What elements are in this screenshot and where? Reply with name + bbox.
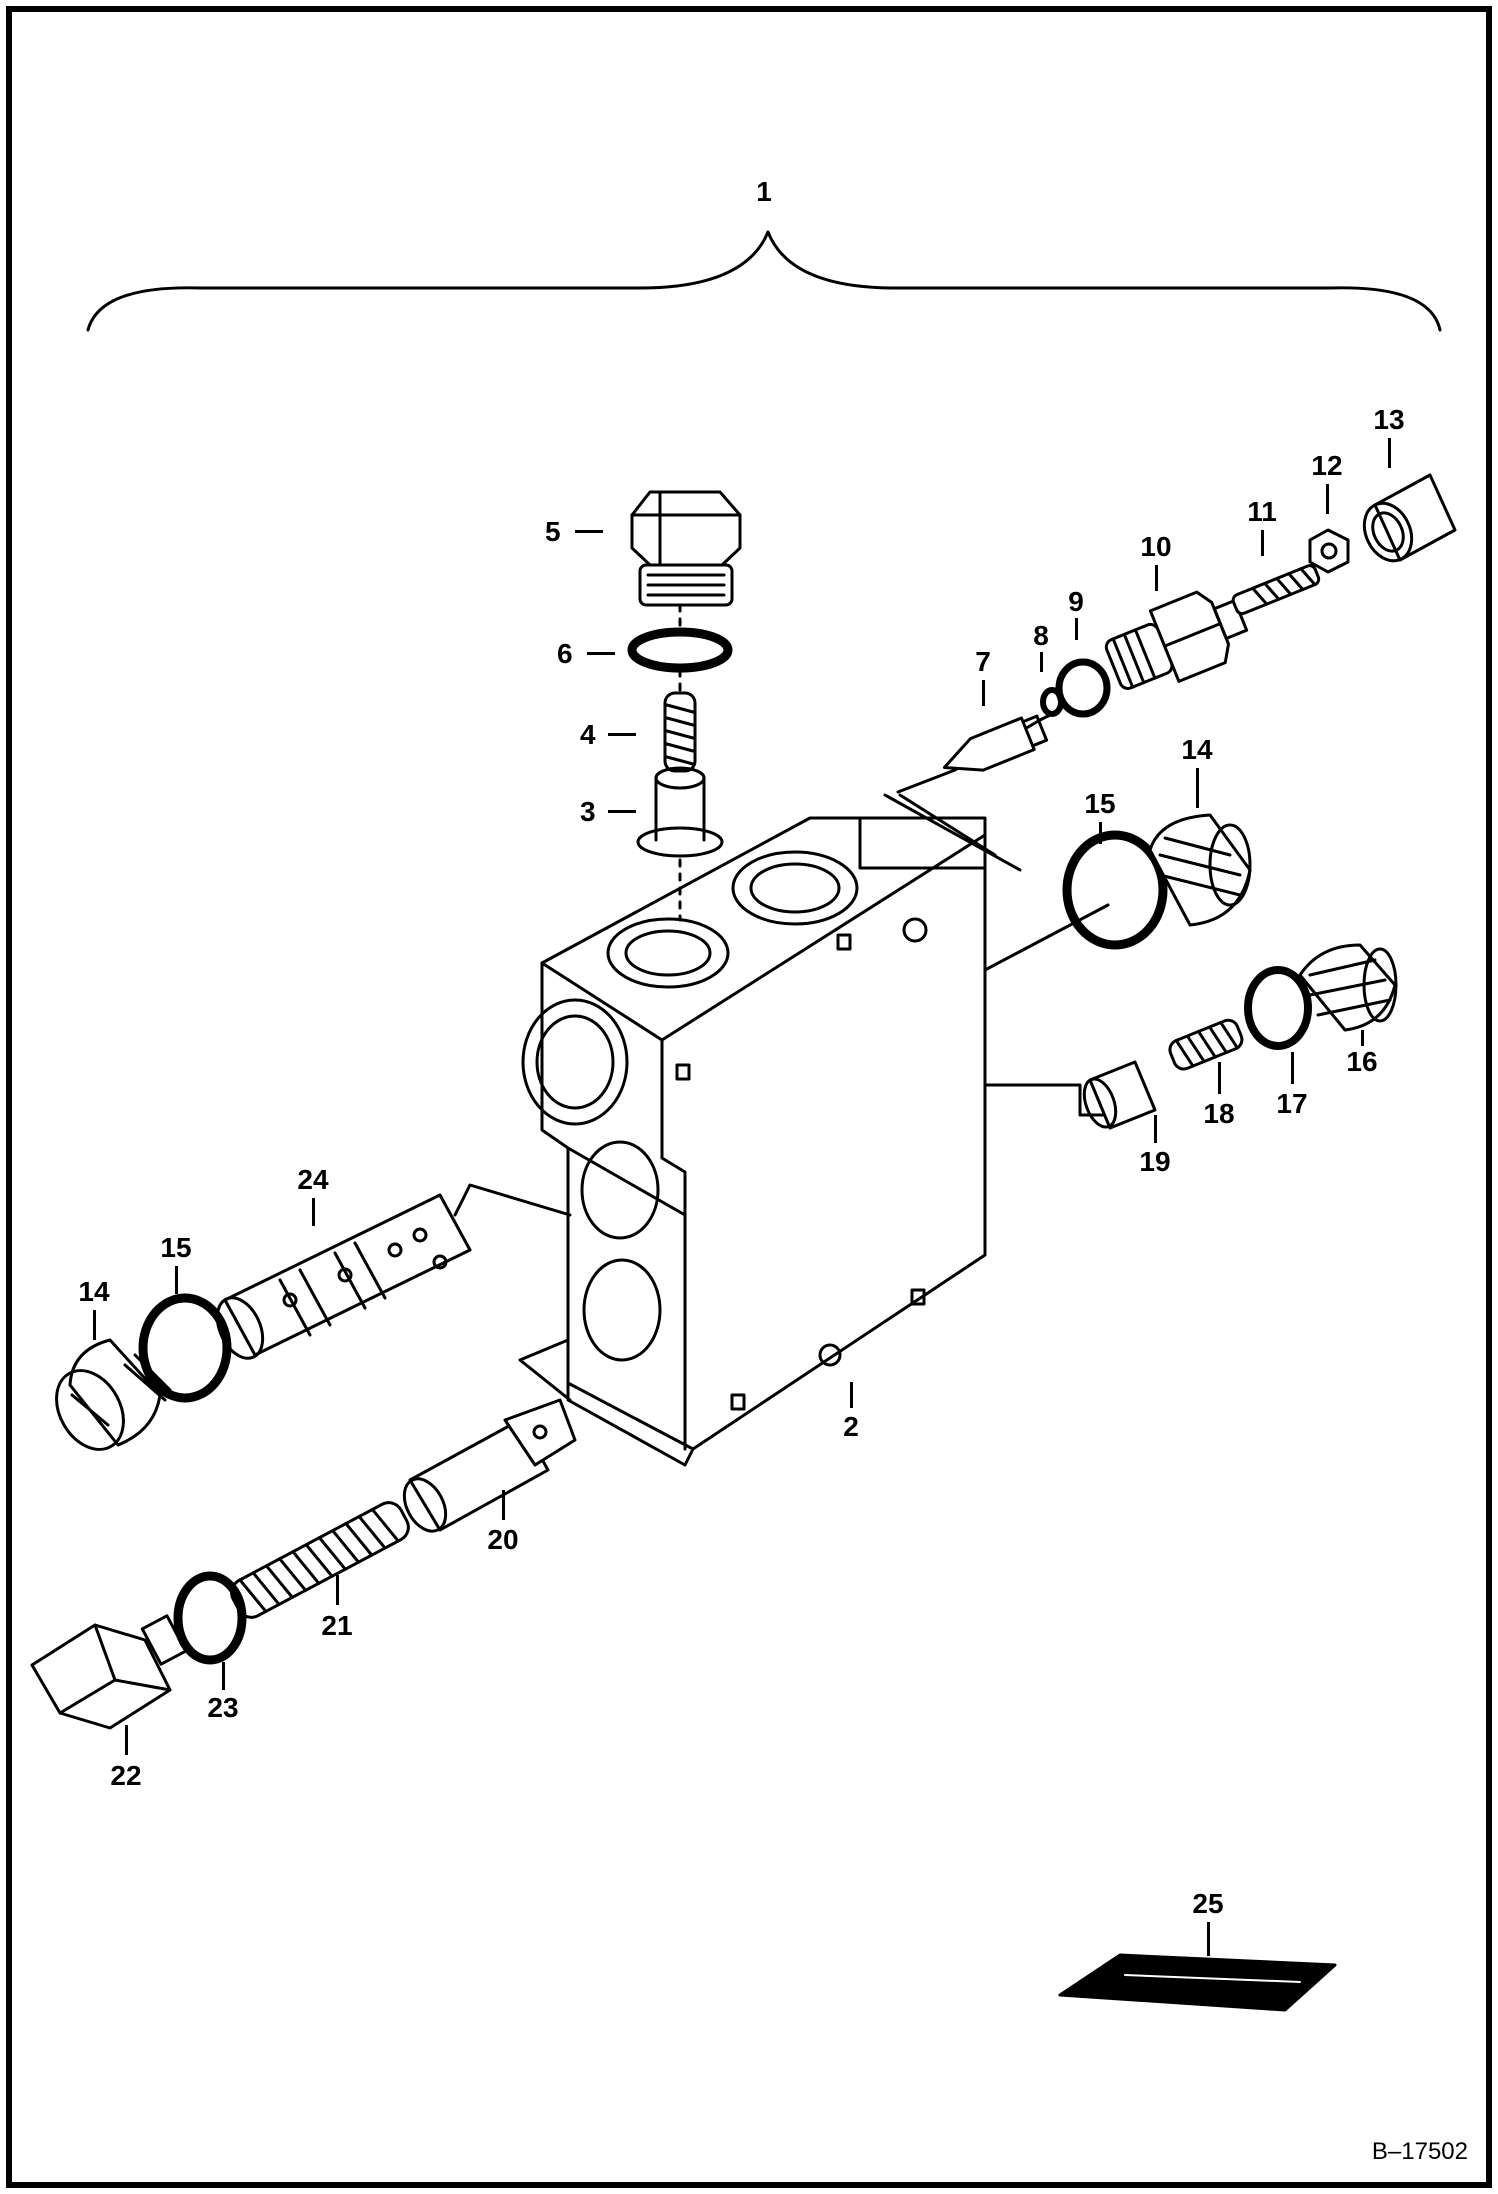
leader-19 <box>1154 1115 1157 1143</box>
part-22-hex-cap <box>30 1614 188 1730</box>
callout-15-right: 15 <box>1084 788 1116 819</box>
callout-10: 10 <box>1140 531 1172 562</box>
callout-6: 6 <box>557 638 573 669</box>
part-10-adjuster <box>1104 590 1249 690</box>
leader-2 <box>850 1382 853 1408</box>
callout-8: 8 <box>1033 620 1049 651</box>
leader-11 <box>1261 530 1264 556</box>
callout-9: 9 <box>1068 586 1084 617</box>
leader-14-right <box>1196 768 1199 808</box>
part-20-spool <box>402 1398 577 1533</box>
part-14-plug-right <box>1148 813 1252 927</box>
leader-6 <box>587 652 615 655</box>
leader-23 <box>222 1662 225 1690</box>
part-21-spring <box>230 1501 410 1619</box>
leader-25 <box>1207 1922 1210 1956</box>
part-24-spool <box>215 1193 472 1360</box>
callout-15-left: 15 <box>160 1232 192 1263</box>
valve-body <box>521 816 987 1467</box>
leader-12 <box>1326 484 1329 514</box>
leader-15-left <box>175 1266 178 1294</box>
part-25-packet <box>1058 1953 1337 2012</box>
callout-18: 18 <box>1203 1098 1235 1129</box>
leader-10 <box>1155 565 1158 591</box>
callout-12: 12 <box>1311 450 1343 481</box>
callout-13: 13 <box>1373 404 1405 435</box>
assembly-brace <box>86 230 1442 332</box>
part-23-oring <box>173 1571 247 1665</box>
callout-5: 5 <box>545 516 561 547</box>
callout-25: 25 <box>1192 1888 1224 1919</box>
leader-16 <box>1361 1030 1364 1046</box>
callout-14-left: 14 <box>78 1276 110 1307</box>
leader-13 <box>1388 438 1391 468</box>
part-3-poppet <box>636 766 724 858</box>
part-9-oring <box>1055 658 1111 718</box>
callout-20: 20 <box>487 1524 519 1555</box>
part-17-oring-right <box>1244 966 1312 1050</box>
callout-14-right: 14 <box>1181 734 1213 765</box>
leader-21 <box>336 1575 339 1605</box>
callout-1: 1 <box>756 176 772 207</box>
part-14-plug-left <box>55 1338 172 1451</box>
callout-7: 7 <box>975 646 991 677</box>
part-5-plug <box>630 490 742 607</box>
part-4-spring <box>663 691 697 773</box>
part-16-plug-right <box>1298 943 1398 1032</box>
callout-3: 3 <box>580 796 596 827</box>
leader-3 <box>608 810 636 813</box>
callout-4: 4 <box>580 719 596 750</box>
leader-8 <box>1040 652 1043 672</box>
leader-22 <box>125 1725 128 1755</box>
callout-22: 22 <box>110 1760 142 1791</box>
callout-19: 19 <box>1139 1146 1171 1177</box>
callout-21: 21 <box>321 1610 353 1641</box>
leader-9 <box>1075 618 1078 640</box>
callout-23: 23 <box>207 1692 239 1723</box>
leader-15-right <box>1099 822 1102 844</box>
drawing-code: B–17502 <box>1371 2138 1468 2165</box>
part-15-oring-left <box>138 1293 232 1403</box>
leader-4 <box>608 733 636 736</box>
leader-14-left <box>93 1310 96 1340</box>
leader-7 <box>982 680 985 706</box>
callout-11: 11 <box>1247 496 1277 527</box>
part-11-screw <box>1231 564 1321 616</box>
callout-24: 24 <box>297 1164 329 1195</box>
part-18-spring-right <box>1168 1018 1244 1071</box>
leader-5 <box>575 530 603 533</box>
part-7-needle <box>942 714 1049 772</box>
part-6-oring <box>627 627 733 673</box>
leader-17 <box>1291 1052 1294 1084</box>
part-12-nut <box>1308 528 1350 574</box>
leader-20 <box>502 1490 505 1520</box>
leader-18 <box>1218 1062 1221 1094</box>
callout-16: 16 <box>1346 1046 1378 1077</box>
leader-24 <box>312 1198 315 1226</box>
callout-17: 17 <box>1276 1088 1308 1119</box>
part-13-cap <box>1362 473 1457 563</box>
part-15-oring-right <box>1062 830 1168 950</box>
part-19-poppet-right <box>1082 1060 1157 1130</box>
callout-2: 2 <box>843 1411 859 1442</box>
